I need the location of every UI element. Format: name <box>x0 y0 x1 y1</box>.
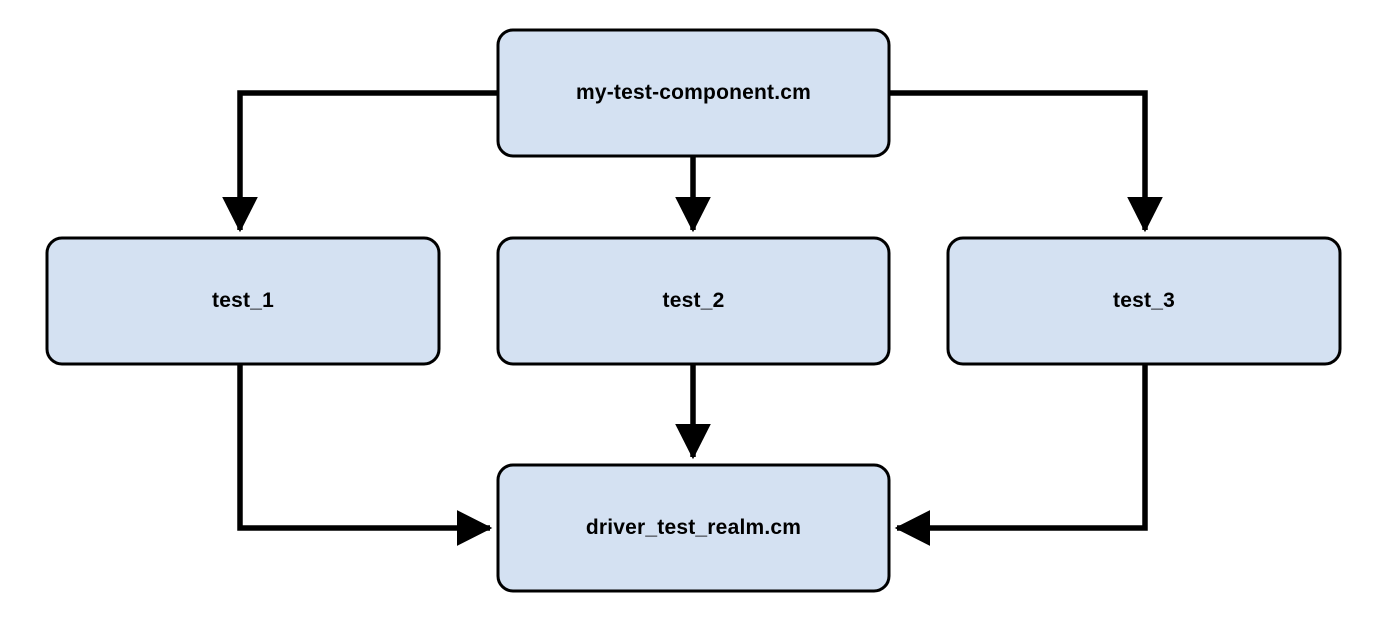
node-test-2[interactable] <box>496 236 891 366</box>
edges-layer <box>222 90 1163 546</box>
edge-component-to-test-1 <box>222 90 498 233</box>
node-driver-test-realm[interactable] <box>496 463 891 593</box>
node-test-3[interactable] <box>946 236 1342 366</box>
nodes-layer <box>45 28 1342 593</box>
edge-component-to-test-3 <box>889 90 1163 233</box>
edge-test-1-to-driver <box>237 364 493 546</box>
node-test-1[interactable] <box>45 236 441 366</box>
node-my-test-component[interactable] <box>496 28 891 158</box>
edge-test-3-to-driver <box>894 364 1148 546</box>
